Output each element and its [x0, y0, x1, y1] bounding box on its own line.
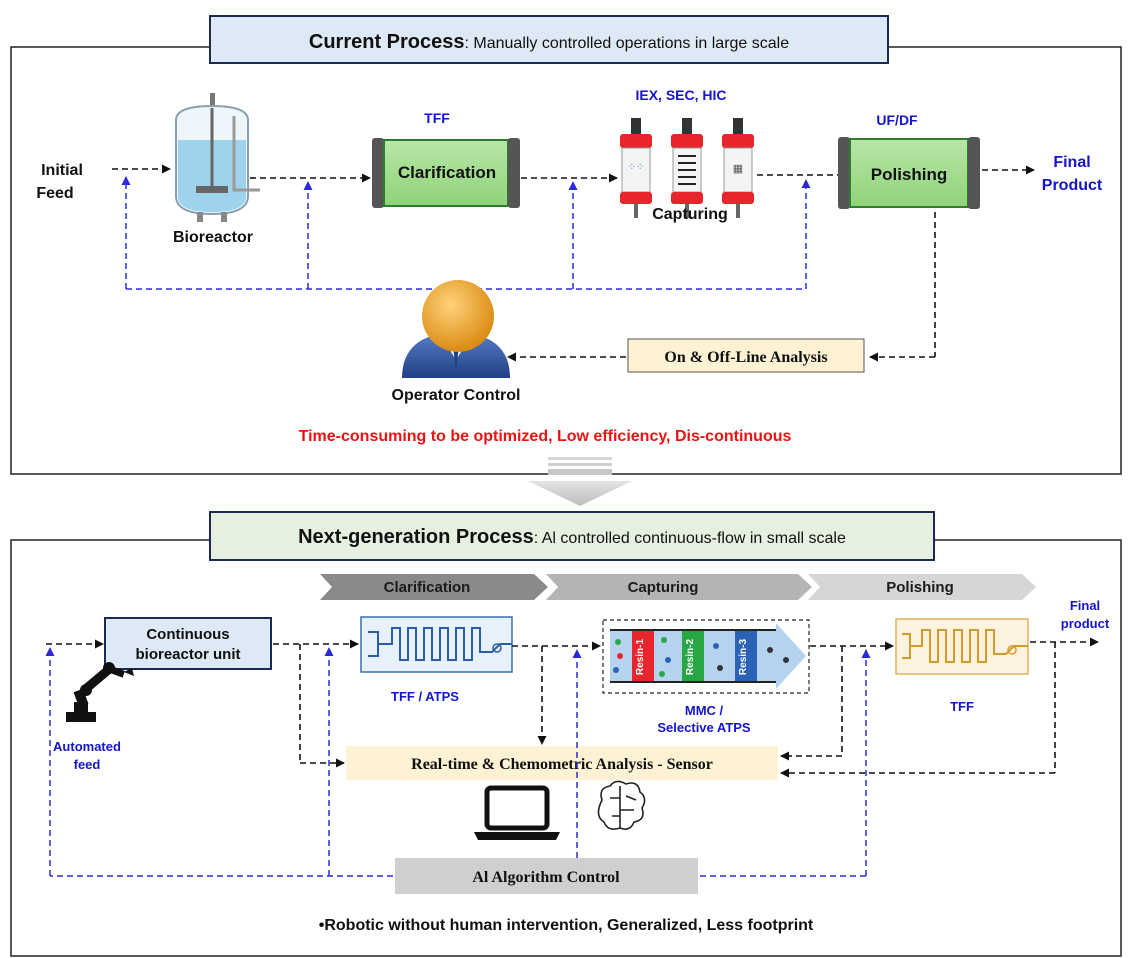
- laptop-icon: [474, 785, 560, 840]
- continuous-bioreactor-label-2: bioreactor unit: [135, 646, 240, 663]
- resin-3-label: Resin-3: [738, 639, 749, 676]
- mmc-label-2: Selective ATPS: [657, 720, 751, 735]
- mmc-resin-cartridge: [602, 619, 810, 694]
- operator-icon: [402, 280, 510, 378]
- polishing-tff-chip: [895, 618, 1029, 675]
- final-product-label-2: Product: [1042, 177, 1103, 194]
- iex-sec-hic-label: IEX, SEC, HIC: [635, 87, 726, 103]
- analysis-path: [507, 212, 936, 362]
- svg-text:▦: ▦: [733, 163, 743, 175]
- top-title-box: [209, 15, 889, 64]
- bottom-title-box: [209, 511, 935, 561]
- polishing-cartridge: [838, 137, 980, 209]
- stage-chevron-clarification: [320, 574, 548, 600]
- analysis-label: On & Off-Line Analysis: [664, 349, 827, 366]
- bottom-benefits-text: •Robotic without human intervention, Gen…: [319, 917, 814, 934]
- polishing-tff-label: TFF: [950, 699, 974, 714]
- bioreactor-icon: [175, 93, 260, 222]
- sensor-analysis-label: Real-time & Chemometric Analysis - Senso…: [411, 756, 713, 773]
- stage-capturing-label: Capturing: [628, 579, 699, 596]
- stage-polishing-label: Polishing: [886, 579, 954, 596]
- bioreactor-label: Bioreactor: [173, 229, 253, 246]
- operator-control-label: Operator Control: [392, 387, 521, 404]
- sensor-connections: [299, 642, 1056, 778]
- down-arrow-icon: [528, 457, 632, 506]
- final-product-bottom-label: Final: [1070, 598, 1100, 613]
- ufdf-label: UF/DF: [876, 112, 918, 128]
- automated-feed-label: Automated: [53, 739, 121, 754]
- clarification-cartridge: [372, 138, 520, 208]
- ai-control-box: [395, 858, 698, 894]
- continuous-bioreactor-label: Continuous: [146, 626, 229, 643]
- continuous-bioreactor-box: [104, 617, 272, 670]
- stage-chevron-capturing: [546, 574, 812, 600]
- svg-text:⁘⁘: ⁘⁘: [628, 162, 645, 173]
- capturing-label: Capturing: [652, 206, 728, 223]
- tff-atps-chip: [360, 616, 513, 673]
- column-sec-icon: [671, 118, 703, 218]
- tff-atps-label: TFF / ATPS: [391, 689, 459, 704]
- tff-label: TFF: [424, 110, 450, 126]
- automated-feed-label-2: feed: [74, 757, 101, 772]
- stage-chevron-polishing: [808, 574, 1036, 600]
- initial-feed-label-2: Feed: [36, 185, 73, 202]
- ai-control-label: Al Algorithm Control: [472, 869, 620, 886]
- ai-feedback-loop: [45, 647, 871, 877]
- top-title: Current Process: Manually controlled ope…: [309, 31, 789, 53]
- final-product-bottom-label-2: product: [1061, 616, 1110, 631]
- brain-icon: [597, 780, 646, 830]
- resin-2-label: Resin-2: [685, 639, 696, 676]
- column-hic-icon: ▦: [722, 118, 754, 218]
- resin-1-label: Resin-1: [635, 639, 646, 676]
- analysis-box: [627, 338, 865, 373]
- clarification-label: Clarification: [398, 163, 496, 182]
- mmc-label: MMC /: [685, 703, 724, 718]
- initial-feed-label: Initial: [41, 162, 83, 179]
- sensor-analysis-box: [346, 746, 778, 780]
- bottom-title: Next-generation Process: Al controlled c…: [298, 526, 846, 548]
- polishing-label: Polishing: [871, 165, 948, 184]
- column-iex-icon: ⁘⁘: [620, 118, 652, 218]
- top-section-frame: [10, 46, 1122, 475]
- stage-clarification-label: Clarification: [384, 579, 471, 596]
- top-issues-text: Time-consuming to be optimized, Low effi…: [299, 428, 792, 445]
- final-product-label: Final: [1053, 154, 1090, 171]
- robot-arm-icon: [66, 662, 134, 722]
